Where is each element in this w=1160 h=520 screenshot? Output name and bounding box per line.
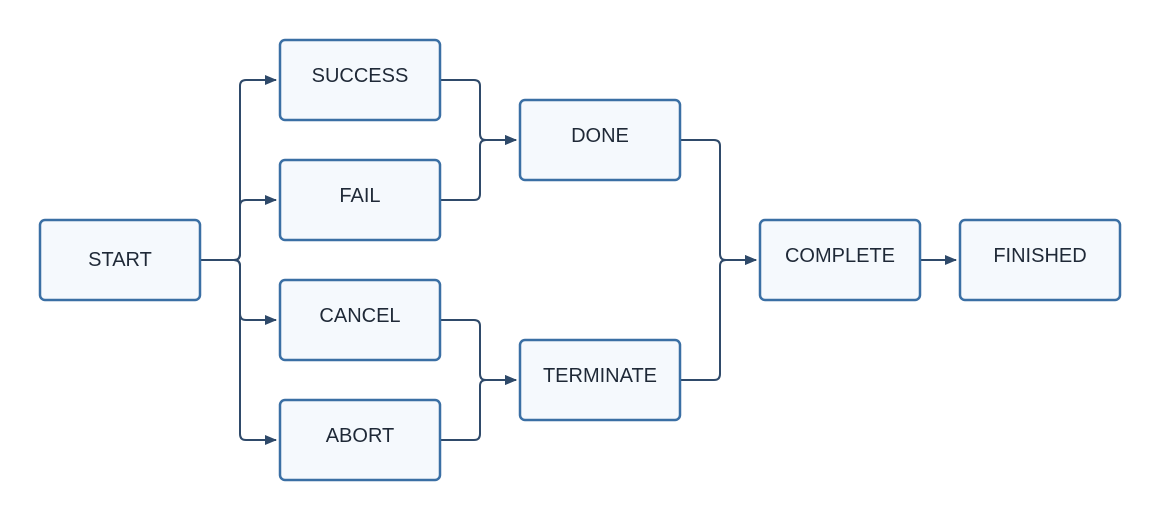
node-start[interactable]: START (38, 218, 202, 302)
node-fail-box (278, 158, 442, 242)
node-success-label: SUCCESS (312, 65, 409, 87)
node-fail-label: FAIL (339, 185, 380, 207)
node-fail[interactable]: FAIL (278, 158, 442, 242)
node-abort-box (278, 398, 442, 482)
node-start-box (38, 218, 202, 302)
edge-cancel-terminate (440, 319, 517, 385)
node-cancel[interactable]: CANCEL (278, 278, 442, 362)
node-terminate[interactable]: TERMINATE (518, 338, 682, 422)
node-complete-label: COMPLETE (785, 245, 895, 267)
edge-start-fail (200, 195, 277, 261)
node-abort-label: ABORT (326, 425, 395, 447)
node-cancel-box (278, 278, 442, 362)
node-done[interactable]: DONE (518, 98, 682, 182)
node-success-box (278, 38, 442, 122)
edge-terminate-complete (680, 255, 757, 381)
edge-fail-done (440, 135, 517, 201)
edge-done-complete (680, 139, 757, 265)
node-done-label: DONE (571, 125, 629, 147)
node-abort[interactable]: ABORT (278, 398, 442, 482)
nodes-group: START SUCCESS FAIL CANCEL ABORT DONE TER… (38, 38, 1122, 482)
edge-success-done (440, 79, 517, 145)
node-complete-box (758, 218, 922, 302)
node-terminate-label: TERMINATE (543, 365, 657, 387)
node-success[interactable]: SUCCESS (278, 38, 442, 122)
node-finished-box (958, 218, 1122, 302)
edge-start-abort (200, 259, 277, 445)
node-terminate-box (518, 338, 682, 422)
node-start-label: START (88, 249, 152, 271)
node-finished[interactable]: FINISHED (958, 218, 1122, 302)
node-complete[interactable]: COMPLETE (758, 218, 922, 302)
node-cancel-label: CANCEL (319, 305, 400, 327)
edge-abort-terminate (440, 375, 517, 441)
edges-group (200, 75, 957, 445)
edge-start-success (200, 75, 277, 261)
edge-start-cancel (200, 259, 277, 325)
node-finished-label: FINISHED (993, 245, 1086, 267)
node-done-box (518, 98, 682, 182)
